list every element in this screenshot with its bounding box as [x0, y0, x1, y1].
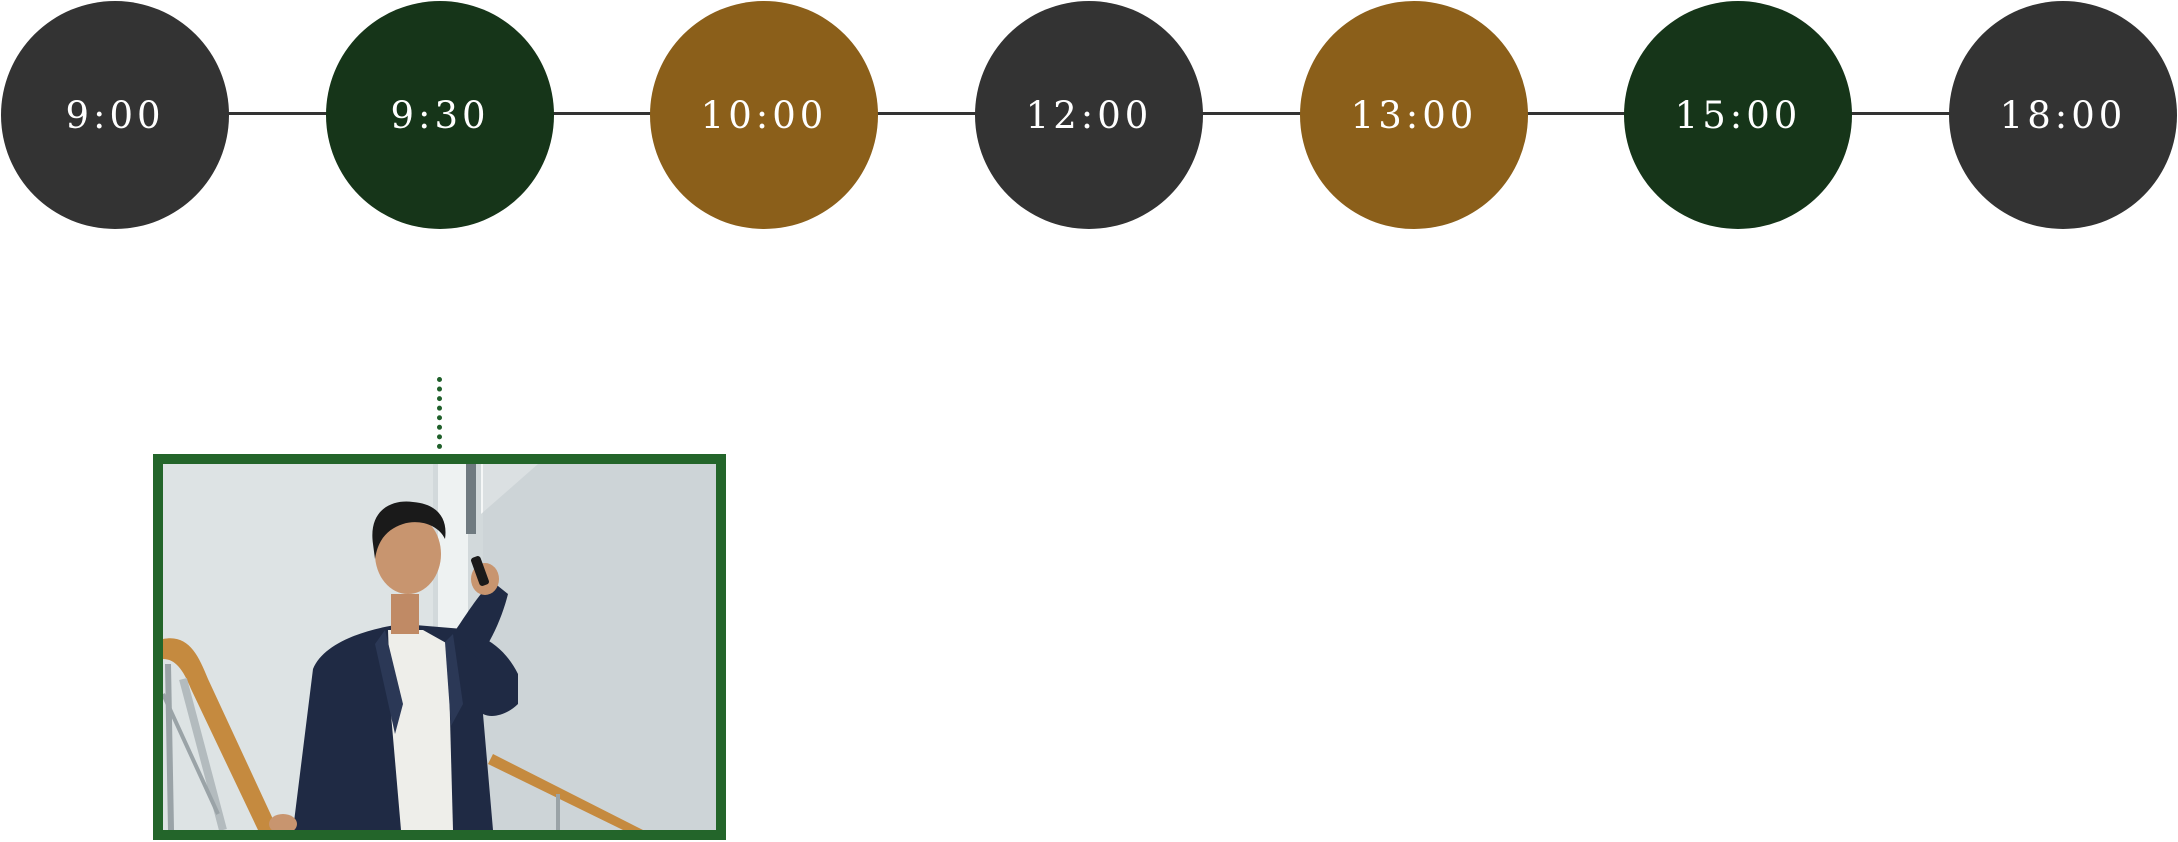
time-node-0930[interactable]: 9:30 [326, 1, 554, 229]
time-node-1300[interactable]: 13:00 [1300, 1, 1528, 229]
dotted-connector [437, 377, 442, 449]
time-node-1000[interactable]: 10:00 [650, 1, 878, 229]
time-label: 9:30 [390, 93, 490, 137]
photo-man-on-phone [163, 464, 716, 830]
time-node-1200[interactable]: 12:00 [975, 1, 1203, 229]
time-node-1800[interactable]: 18:00 [1949, 1, 2177, 229]
time-label: 15:00 [1674, 93, 1802, 137]
time-label: 12:00 [1025, 93, 1153, 137]
time-node-1500[interactable]: 15:00 [1624, 1, 1852, 229]
time-label: 10:00 [700, 93, 828, 137]
time-label: 9:00 [65, 93, 165, 137]
time-label: 13:00 [1350, 93, 1478, 137]
time-node-0900[interactable]: 9:00 [1, 1, 229, 229]
schedule-timeline: 9:00 9:30 10:00 12:00 13:00 15:00 18:00 [0, 0, 2178, 230]
schedule-photo [153, 454, 726, 840]
time-label: 18:00 [1999, 93, 2127, 137]
